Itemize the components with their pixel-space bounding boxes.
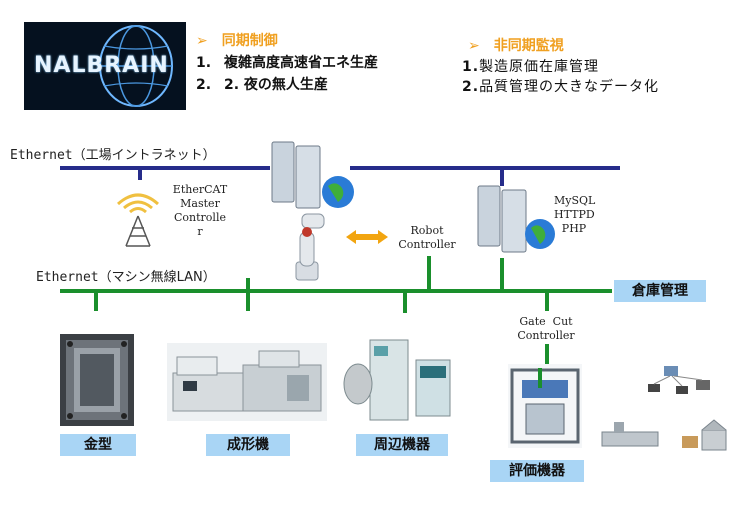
sync-item-2-num: 2. (196, 77, 212, 93)
server-stack-label-line: MySQL (554, 194, 596, 207)
nalbrain-logo: NALBRAIN (24, 22, 186, 110)
sync-item-2: 2. 2. 夜の無人生産 (196, 74, 328, 94)
office-network-line-left (60, 166, 270, 170)
machine-drop-gate (545, 293, 549, 311)
molding-machine-box: 成形機 (206, 434, 290, 456)
machine-network-line (60, 289, 612, 293)
robot-arm-icon (295, 213, 325, 281)
async-item-1-text: 製造原価在庫管理 (479, 59, 600, 75)
machine-drop-molding (246, 293, 250, 311)
ethercat-label-line: Controlle (174, 211, 226, 224)
globe-icon (99, 25, 173, 107)
machine-network-label-prefix: Ethernet（マシン無線 (36, 270, 177, 285)
async-heading-text: 非同期監視 (493, 38, 564, 54)
machine-network-label-suffix: LAN） (176, 270, 216, 285)
async-item-2-num: 2. (462, 79, 480, 95)
ethercat-label-line: EtherCAT (172, 183, 228, 196)
ethercat-label-line: Master (180, 197, 220, 210)
evaluation-device-image (508, 364, 582, 448)
machine-drop-robot (246, 278, 250, 289)
sync-item-1-text: 複雑高度高速省エネ生産 (224, 55, 378, 71)
sync-heading-text: 同期制御 (221, 33, 278, 49)
molding-machine-image (167, 343, 327, 421)
robot-controller-label-line: Controller (398, 238, 456, 251)
machine-drop-peripheral (403, 293, 407, 313)
ethercat-label-line: r (197, 225, 203, 238)
async-heading: ➢ 非同期監視 (468, 35, 564, 55)
warehouse-box: 倉庫管理 (614, 280, 706, 302)
robot-controller-label: Robot Controller (392, 224, 462, 252)
logo-text: NALBRAIN (34, 53, 169, 78)
robot-controller-label-line: Robot (410, 224, 444, 237)
server-stack-label-line: HTTPD (554, 208, 595, 221)
machine-drop-server (500, 258, 504, 289)
office-drop-ethercat (138, 166, 142, 180)
office-network-line-right (350, 166, 620, 170)
sync-item-1: 1. 複雑高度高速省エネ生産 (196, 52, 378, 72)
warehouse-network-image (601, 366, 727, 451)
gate-drop-line (545, 344, 549, 364)
gate-cut-controller-label-line: Controller (517, 329, 575, 342)
machine-drop-controller (427, 256, 431, 289)
office-network-label: Ethernet（工場イントラネット） (10, 148, 216, 163)
server-globe-icon (477, 185, 555, 253)
gate-cut-controller-label: Gate Cut Controller (514, 315, 578, 343)
arrow-right-icon: ➢ (468, 38, 480, 54)
arrow-right-icon: ➢ (196, 33, 208, 49)
mold-image (60, 334, 134, 426)
double-arrow-icon (346, 230, 388, 244)
peripheral-devices-box: 周辺機器 (356, 434, 448, 456)
wireless-tower-icon (116, 193, 160, 247)
mold-box: 金型 (60, 434, 136, 456)
office-drop-server (500, 166, 504, 186)
async-item-2-text: 品質管理の大きなデータ化 (479, 79, 660, 95)
gate-cut-controller-label-line: Gate Cut (519, 315, 573, 328)
async-item-2: 2.品質管理の大きなデータ化 (462, 76, 659, 96)
async-item-1: 1.製造原価在庫管理 (462, 56, 599, 76)
evaluation-devices-box: 評価機器 (490, 460, 584, 482)
ethercat-label: EtherCAT Master Controlle r (170, 183, 230, 239)
server-stack-label-line: PHP (561, 222, 587, 235)
sync-item-2-text: 2. 夜の無人生産 (224, 77, 328, 93)
sync-heading: ➢ 同期制御 (196, 30, 278, 50)
server-stack-label: MySQL HTTPD PHP (554, 194, 596, 236)
machine-network-label: Ethernet（マシン無線LAN） (36, 266, 216, 285)
machine-drop-mold (94, 293, 98, 311)
async-item-1-num: 1. (462, 59, 480, 75)
sync-item-1-num: 1. (196, 55, 212, 71)
peripheral-devices-image (340, 336, 466, 428)
server-globe-icon (271, 141, 354, 209)
